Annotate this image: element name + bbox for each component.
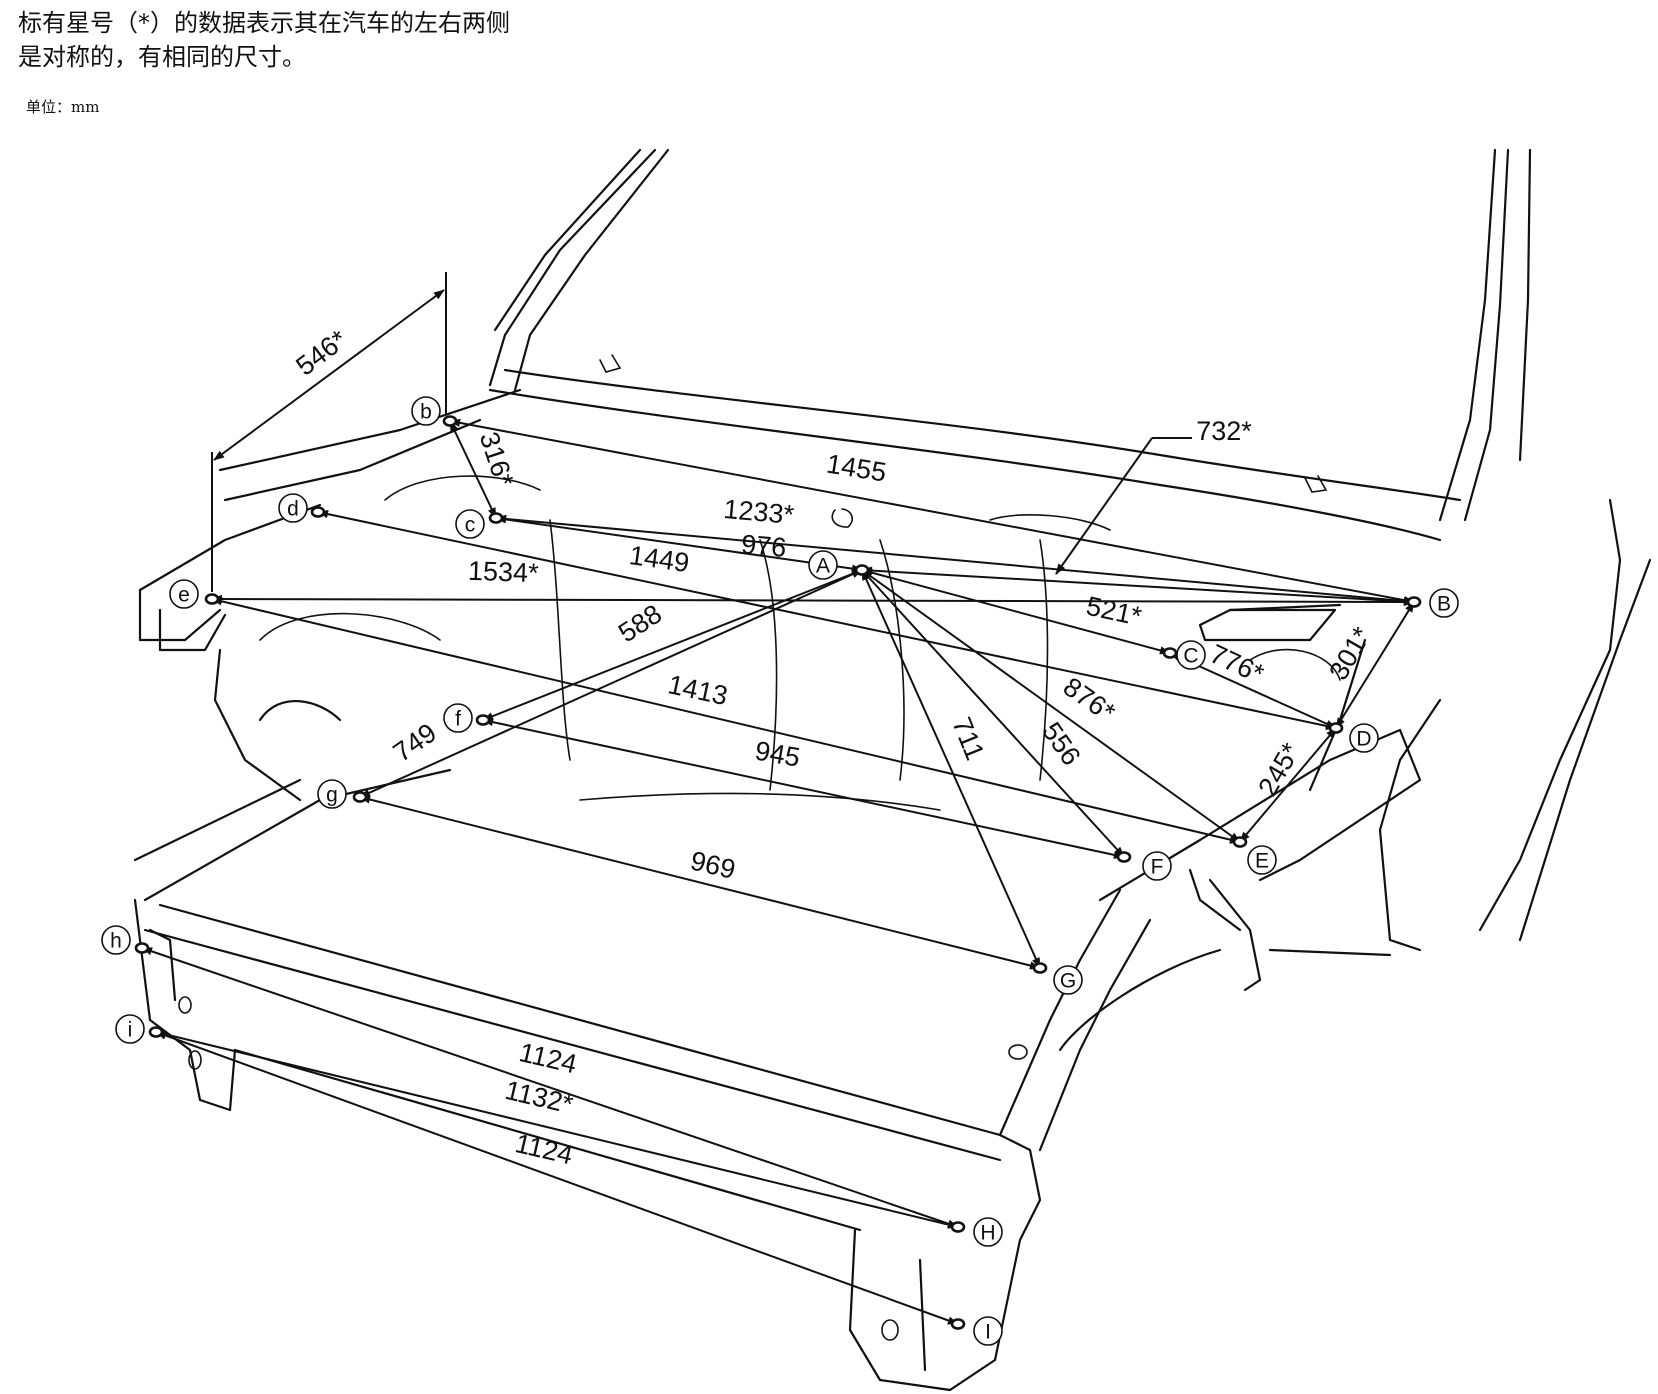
point-marker-h	[101, 925, 131, 955]
point-marker-c	[455, 509, 485, 539]
unit-label: 单位：mm	[26, 98, 100, 116]
dimension-values: 546* 316* 1455 1233* 1449 976 1534* 732* 521* 776…	[290, 324, 1377, 1171]
measurement-hole-h	[134, 942, 150, 954]
measurement-hole-D	[1328, 722, 1344, 734]
point-label-H: H	[980, 1222, 995, 1245]
dimension-value: 776*	[1205, 639, 1268, 690]
point-label-f: f	[455, 708, 461, 731]
point-marker-g	[317, 779, 347, 809]
point-label-B: B	[1437, 593, 1451, 616]
point-marker-E	[1247, 845, 1277, 875]
dimension-value: 316*	[474, 428, 520, 491]
dimension-value: 1413	[665, 669, 730, 711]
dimension-line-f-F	[482, 718, 1125, 859]
dimension-line-e-b	[213, 289, 445, 461]
dimension-value: 521*	[1084, 591, 1145, 632]
point-label-D: D	[1356, 728, 1371, 751]
measurement-hole-A	[854, 564, 870, 576]
point-marker-f	[443, 703, 473, 733]
point-label-c: c	[465, 514, 476, 537]
dimension-value: 1534*	[468, 556, 540, 588]
dimension-value: 1449	[627, 540, 691, 578]
measurement-hole-F	[1116, 851, 1132, 863]
dimension-lines	[141, 272, 1415, 1325]
point-label-h: h	[110, 930, 122, 953]
point-marker-I	[973, 1316, 1003, 1346]
point-label-I: I	[985, 1321, 991, 1344]
point-label-A: A	[816, 555, 830, 578]
point-label-g: g	[326, 784, 338, 807]
dimension-line-e-E	[211, 597, 1241, 844]
point-label-C: C	[1183, 645, 1198, 668]
point-marker-D	[1349, 723, 1379, 753]
point-marker-H	[973, 1217, 1003, 1247]
measurement-hole-f	[475, 714, 491, 726]
dimension-line-A-g	[359, 569, 863, 798]
dimension-value: 1233*	[722, 494, 795, 530]
note-line-1: 标有星号（*）的数据表示其在汽车的左右两侧	[18, 9, 510, 37]
point-marker-d	[278, 493, 308, 523]
dimension-line-g-G	[359, 795, 1041, 970]
point-marker-F	[1142, 851, 1172, 881]
measurement-hole-C	[1162, 647, 1178, 659]
dimension-value: 1455	[824, 449, 888, 488]
dimension-line-A-G	[861, 569, 1041, 969]
dimension-line-c-A	[495, 515, 863, 573]
point-marker-C	[1176, 640, 1206, 670]
point-label-F: F	[1151, 856, 1164, 879]
dimension-value: 546*	[290, 324, 353, 382]
dimension-value: 245*	[1252, 738, 1306, 802]
leader-line	[1055, 437, 1153, 575]
point-marker-i	[115, 1014, 145, 1044]
point-marker-A	[808, 550, 838, 580]
note-line-2: 是对称的，有相同的尺寸。	[18, 43, 306, 71]
measurement-hole-E	[1232, 836, 1248, 848]
measurement-hole-g	[352, 791, 368, 803]
measurement-hole-c	[488, 512, 504, 524]
point-marker-e	[169, 579, 199, 609]
measurement-hole-I	[950, 1318, 966, 1330]
dimension-value: 711	[946, 713, 990, 764]
dimension-line-B-D	[1335, 601, 1415, 729]
point-marker-B	[1429, 588, 1459, 618]
point-label-G: G	[1060, 970, 1076, 993]
dimension-line-d-D	[317, 510, 1337, 730]
dimension-value: 945	[753, 735, 803, 772]
point-label-d: d	[287, 498, 299, 521]
measurement-hole-B	[1406, 596, 1422, 608]
dimension-value: 1132*	[502, 1075, 576, 1120]
point-label-e: e	[178, 584, 190, 607]
dimension-line-A-E	[861, 569, 1241, 843]
dimension-value: 749	[388, 717, 442, 767]
dimension-value: 969	[688, 846, 739, 885]
dimension-value: 732*	[1196, 416, 1252, 446]
measurement-hole-i	[148, 1026, 164, 1038]
dimension-value: 1124	[512, 1128, 575, 1170]
point-label-i: i	[128, 1019, 133, 1042]
measurement-hole-G	[1032, 962, 1048, 974]
point-marker-b	[411, 396, 441, 426]
point-label-E: E	[1255, 850, 1269, 873]
dimension-line-D-E	[1239, 727, 1337, 843]
point-labels: A B C D E F G H Ib c d e f g h i	[101, 396, 1459, 1346]
dimension-line-e-B	[211, 594, 1415, 607]
measurement-holes	[134, 415, 1422, 1330]
point-label-b: b	[420, 401, 432, 424]
dimension-line-i-I	[155, 1031, 959, 1325]
measurement-hole-b	[442, 415, 458, 427]
dimension-value: 556	[1036, 717, 1086, 771]
symmetry-note: 标有星号（*）的数据表示其在汽车的左右两侧 是对称的，有相同的尺寸。	[18, 6, 510, 74]
measurement-hole-H	[950, 1221, 966, 1233]
measurement-hole-e	[204, 593, 220, 605]
point-marker-G	[1053, 965, 1083, 995]
dimension-value: 588	[613, 599, 667, 649]
dimension-value: 976	[740, 529, 788, 563]
measurement-hole-d	[310, 506, 326, 518]
